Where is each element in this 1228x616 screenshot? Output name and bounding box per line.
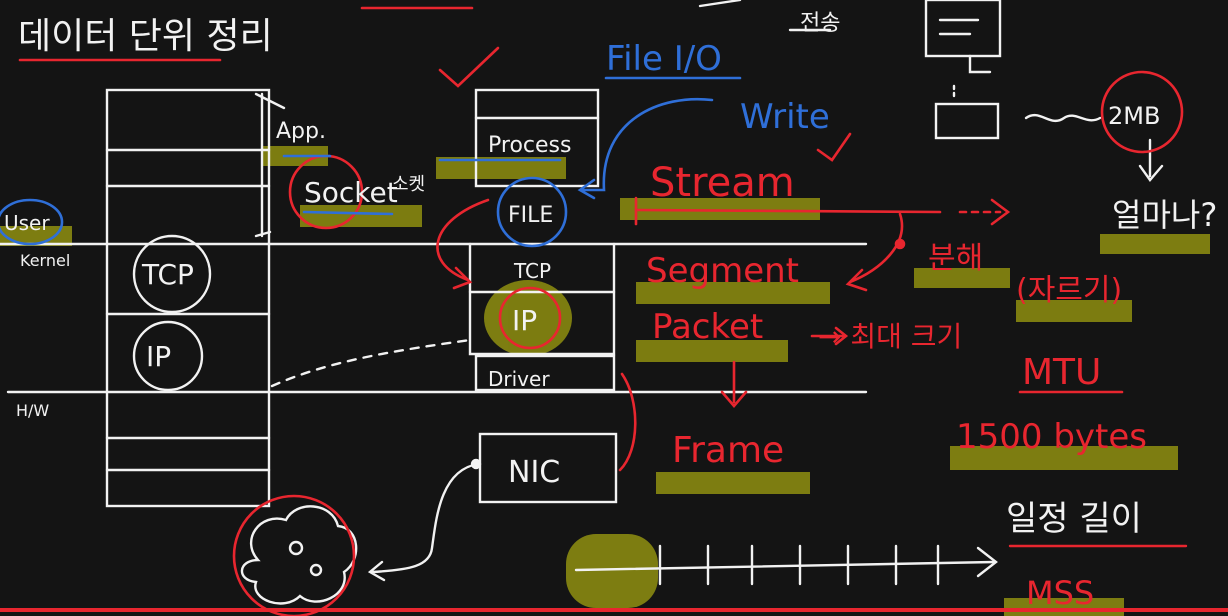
label-split-paren: (자르기) — [1016, 273, 1122, 308]
highlight-split — [914, 268, 1010, 288]
board-title: 데이터 단위 정리 — [18, 16, 273, 57]
label-stream: Stream — [650, 160, 795, 206]
cloud-red-circle — [232, 494, 356, 616]
video-progress-bar — [0, 608, 1228, 612]
highlight-stream — [620, 198, 820, 220]
label-process: Process — [488, 133, 571, 158]
label-file: FILE — [508, 203, 553, 228]
label-split: 분해 — [928, 241, 983, 276]
label-how-much: 얼마나? — [1112, 196, 1217, 234]
two-mb-block — [934, 102, 1000, 140]
label-tcp-left: TCP — [141, 258, 194, 291]
down-arrow-2mb — [1138, 138, 1164, 182]
user-blue-circle — [0, 198, 64, 246]
driver-box — [474, 354, 616, 392]
highlight-how-much — [1100, 234, 1210, 254]
driver-frame-bracket — [618, 372, 637, 472]
left-ip-circle — [132, 320, 204, 392]
red-marks — [18, 6, 1184, 616]
chalk-lines — [0, 0, 1188, 605]
label-mss: MSS — [1026, 574, 1094, 612]
network-cloud — [240, 505, 358, 605]
highlight-socket — [300, 205, 422, 227]
label-driver: Driver — [488, 367, 550, 391]
label-kernel: Kernel — [20, 251, 70, 270]
label-file-io: File I/O — [606, 39, 722, 79]
handwritten-labels: 데이터 단위 정리 전송 App. Socket 소켓 User Kernel … — [4, 11, 1217, 612]
label-mtu: MTU — [1022, 352, 1101, 393]
left-tcp-circle — [132, 234, 212, 314]
check-mark-1 — [438, 46, 500, 88]
label-frame: Frame — [672, 430, 784, 471]
highlight-segment — [636, 282, 830, 304]
process-box — [474, 88, 600, 188]
stream-to-segment-arrow — [845, 212, 904, 292]
file-to-tcp-arrow — [436, 198, 490, 290]
label-tcp-mid: TCP — [513, 259, 551, 283]
nic-box — [478, 432, 618, 504]
label-write: Write — [740, 97, 830, 137]
label-max-size: → 최대 크기 — [818, 320, 962, 353]
label-socket: Socket — [304, 176, 398, 209]
highlight-mss-block — [566, 534, 658, 608]
label-user: User — [4, 211, 50, 235]
label-socket-note: 소켓 — [392, 174, 425, 195]
tilde-link — [1024, 113, 1102, 123]
check-mark-2 — [816, 132, 852, 162]
label-app: App. — [276, 119, 326, 144]
file-blue-circle — [496, 176, 568, 248]
app-bracket — [254, 92, 286, 238]
label-fixed-length: 일정 길이 — [1006, 499, 1142, 539]
highlight-frame — [656, 472, 810, 494]
highlight-packet — [636, 340, 788, 362]
timeline-line — [574, 560, 996, 572]
blue-marks — [0, 76, 742, 248]
label-packet: Packet — [652, 307, 763, 347]
nic-cloud-arrow — [367, 462, 480, 582]
highlight-user — [0, 226, 72, 246]
top-partial-text: 전송 — [800, 11, 840, 36]
left-stack-box — [105, 88, 271, 508]
packet-down-arrow — [720, 360, 748, 408]
highlight-process — [436, 157, 566, 179]
dashed-link — [270, 338, 472, 388]
two-mb-circle — [1100, 70, 1184, 154]
write-arrow — [577, 97, 714, 200]
timeline-arrow — [976, 546, 998, 578]
label-hw: H/W — [16, 401, 49, 420]
label-segment: Segment — [646, 251, 799, 291]
ip-red-circle — [498, 286, 562, 350]
kernel-stack-box — [468, 242, 616, 356]
label-2mb: 2MB — [1108, 102, 1160, 130]
stream-arrow — [634, 208, 942, 214]
label-ip-left: IP — [146, 340, 171, 373]
highlight-mtu-value — [950, 446, 1178, 470]
label-ip-mid: IP — [512, 304, 537, 337]
top-right-box — [924, 0, 1002, 58]
label-mtu-value: 1500 bytes — [956, 417, 1147, 457]
highlight-split-paren — [1016, 300, 1132, 322]
label-nic: NIC — [508, 455, 560, 490]
